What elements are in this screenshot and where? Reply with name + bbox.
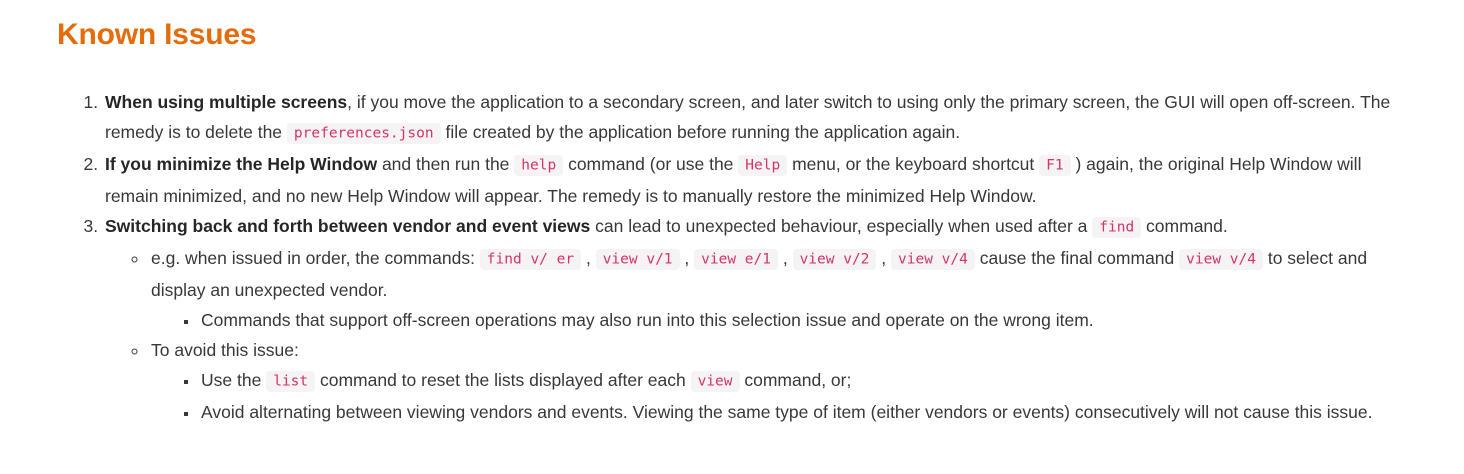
- text-run: command.: [1141, 215, 1228, 236]
- inline-code: Help: [738, 155, 788, 176]
- documentation-page: Known Issues When using multiple screens…: [0, 0, 1464, 427]
- bold-text: When using multiple screens: [105, 91, 348, 112]
- inline-code: help: [514, 155, 564, 176]
- inline-code: view v/4: [891, 249, 975, 270]
- inline-code: view v/1: [595, 249, 680, 270]
- inline-code: view: [690, 371, 740, 392]
- text-run: can lead to unexpected behaviour, especi…: [590, 215, 1093, 236]
- bold-text: If you minimize the Help Window: [105, 153, 378, 174]
- list-item: Switching back and forth between vendor …: [103, 211, 1403, 427]
- sub-list: Commands that support off-screen operati…: [151, 305, 1403, 335]
- inline-code: F1: [1039, 155, 1071, 176]
- list-item: Use the list command to reset the lists …: [199, 365, 1403, 397]
- text-run: , if you move the application to a secon…: [105, 91, 1391, 142]
- text-run: ,: [876, 247, 892, 268]
- known-issues-section: When using multiple screens, if you move…: [57, 87, 1403, 427]
- text-run: command (or use the: [563, 153, 739, 174]
- text-run: ) again, the original Help Window will r…: [105, 153, 1362, 206]
- text-run: cause the final command: [974, 247, 1180, 268]
- text-run: command, or;: [739, 369, 852, 390]
- text-run: ,: [581, 247, 596, 268]
- inline-code: view e/1: [694, 249, 778, 270]
- inline-code: preferences.json: [286, 123, 441, 144]
- bold-text: Switching back and forth between vendor …: [105, 215, 591, 236]
- text-run: ,: [679, 247, 695, 268]
- list-item: Avoid alternating between viewing vendor…: [199, 397, 1403, 427]
- list-item: e.g. when issued in order, the commands:…: [149, 243, 1403, 335]
- sub-list: Use the list command to reset the lists …: [151, 365, 1403, 427]
- text-run: menu, or the keyboard shortcut: [787, 153, 1040, 174]
- text-run: Avoid alternating between viewing vendor…: [201, 401, 1373, 422]
- known-issues-list: When using multiple screens, if you move…: [57, 87, 1403, 427]
- inline-code: list: [266, 371, 316, 392]
- text-run: and then run the: [377, 153, 515, 174]
- inline-code: view v/2: [792, 249, 877, 270]
- page-title: Known Issues: [57, 18, 257, 51]
- text-run: command to reset the lists displayed aft…: [315, 369, 691, 390]
- text-run: To avoid this issue:: [151, 339, 299, 360]
- list-item: When using multiple screens, if you move…: [103, 87, 1403, 149]
- text-run: Use the: [201, 369, 267, 390]
- text-run: file created by the application before r…: [440, 121, 961, 142]
- text-run: ,: [777, 247, 793, 268]
- sub-list: e.g. when issued in order, the commands:…: [105, 243, 1403, 427]
- inline-code: find: [1092, 217, 1142, 238]
- text-run: Commands that support off-screen operati…: [201, 309, 1094, 330]
- inline-code: find v/ er: [479, 249, 582, 270]
- list-item: Commands that support off-screen operati…: [199, 305, 1403, 335]
- inline-code: view v/4: [1179, 249, 1263, 270]
- text-run: to select and display an unexpected vend…: [151, 247, 1368, 300]
- text-run: e.g. when issued in order, the commands:: [151, 247, 480, 268]
- list-item: If you minimize the Help Window and then…: [103, 149, 1403, 211]
- list-item: To avoid this issue: Use the list command…: [149, 335, 1403, 427]
